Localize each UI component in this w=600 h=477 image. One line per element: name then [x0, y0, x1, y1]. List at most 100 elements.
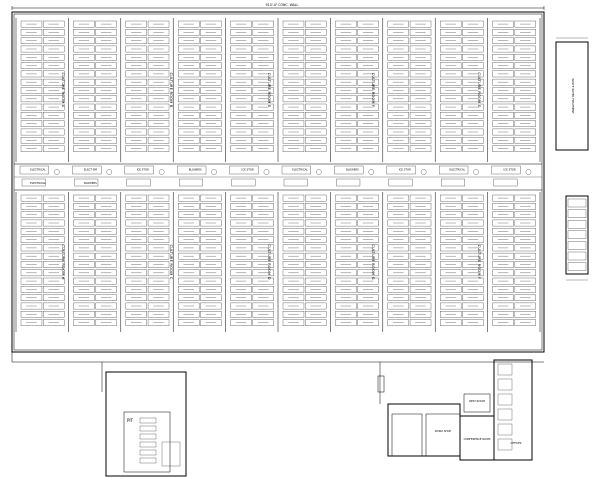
raceway-tank — [20, 261, 43, 268]
raceway-tank — [230, 112, 252, 119]
raceway-tank — [492, 294, 514, 301]
raceway-tank — [282, 219, 305, 227]
raceway-tank — [514, 62, 536, 69]
raceway-tank — [282, 277, 305, 285]
raceway-tank — [409, 269, 432, 277]
raceway-tank — [43, 62, 65, 69]
raceway-tank — [440, 78, 462, 86]
raceway-tank — [282, 70, 305, 78]
raceway-tank — [305, 211, 327, 218]
raceway-tank — [125, 203, 147, 210]
equipment-room — [72, 165, 102, 175]
raceway-tank — [282, 286, 305, 293]
raceway-tank — [125, 319, 147, 326]
raceway-tank — [514, 211, 536, 218]
raceway-tank — [440, 244, 462, 252]
equipment-room — [19, 165, 49, 175]
raceway-tank — [252, 294, 274, 301]
raceway-tank — [125, 70, 147, 78]
raceway-tank — [43, 45, 65, 53]
storage-room — [21, 178, 46, 187]
raceway-tank — [492, 252, 514, 260]
office-room — [497, 378, 513, 391]
raceway-tank — [230, 203, 252, 210]
culture-room-label: CULTURE ROOM C — [169, 244, 173, 279]
raceway-tank — [305, 277, 327, 285]
raceway-tank — [387, 261, 409, 268]
raceway-tank — [125, 244, 147, 252]
raceway-tank — [440, 120, 462, 127]
pit-tank — [139, 417, 157, 424]
raceway-tank — [282, 45, 305, 53]
raceway-tank — [178, 112, 200, 119]
raceway-tank — [20, 319, 43, 326]
raceway-tank — [282, 78, 305, 86]
raceway-tank — [230, 277, 252, 285]
raceway-tank — [200, 54, 222, 61]
raceway-tank — [73, 311, 95, 318]
raceway-tank — [357, 294, 379, 301]
raceway-tank — [178, 20, 200, 28]
pump-symbol — [316, 169, 322, 175]
raceway-tank — [73, 87, 95, 94]
raceway-tank — [440, 95, 462, 103]
raceway-tank — [492, 145, 514, 152]
conference-label: CONFERENCE ROOM — [464, 437, 491, 441]
storage-room — [336, 178, 361, 187]
corridor-room-label: ICE STOR — [504, 168, 516, 172]
raceway-tank — [462, 294, 484, 301]
raceway-tank — [335, 194, 357, 202]
raceway-tank — [20, 302, 43, 310]
culture-room-label: CULTURE ROOM A — [61, 72, 65, 107]
raceway-tank — [73, 277, 95, 285]
equipment-room — [491, 165, 521, 175]
raceway-tank — [387, 252, 409, 260]
raceway-tank — [409, 20, 432, 28]
raceway-tank — [43, 137, 65, 144]
raceway-tank — [387, 37, 409, 44]
raceway-tank — [514, 203, 536, 210]
raceway-tank — [387, 145, 409, 152]
raceway-tank — [305, 112, 327, 119]
raceway-tank — [125, 252, 147, 260]
raceway-tank — [125, 128, 147, 136]
raceway-tank — [335, 112, 357, 119]
raceway-tank — [73, 128, 95, 136]
raceway-tank — [514, 294, 536, 301]
raceway-tank — [335, 319, 357, 326]
raceway-tank — [43, 145, 65, 152]
tank-grid — [15, 18, 541, 332]
raceway-tank — [335, 120, 357, 127]
raceway-tank — [462, 203, 484, 210]
raceway-tank — [462, 87, 484, 94]
raceway-tank — [335, 128, 357, 136]
raceway-tank — [252, 311, 274, 318]
raceway-tank — [200, 236, 222, 243]
raceway-tank — [230, 137, 252, 144]
raceway-tank — [73, 286, 95, 293]
raceway-tank — [462, 311, 484, 318]
raceway-tank — [440, 128, 462, 136]
raceway-tank — [357, 112, 379, 119]
waste-water-label: WASTE WATER TREATMENT — [571, 78, 575, 114]
raceway-tank — [200, 219, 222, 227]
storage-room — [179, 178, 203, 187]
raceway-tank — [43, 319, 65, 326]
raceway-tank — [73, 228, 95, 235]
raceway-tank — [95, 120, 117, 127]
raceway-tank — [147, 78, 170, 86]
pit-building — [105, 371, 187, 477]
raceway-tank — [514, 87, 536, 94]
raceway-tank — [43, 252, 65, 260]
raceway-tank — [230, 261, 252, 268]
culture-room-label: CULTURE ROOM D — [267, 244, 271, 279]
raceway-tank — [252, 302, 274, 310]
raceway-tank — [252, 37, 274, 44]
culture-room-label: CULTURE ROOM G — [477, 72, 481, 107]
raceway-tank — [335, 95, 357, 103]
raceway-tank — [492, 277, 514, 285]
raceway-tank — [357, 29, 379, 36]
raceway-tank — [282, 87, 305, 94]
raceway-tank — [357, 78, 379, 86]
raceway-tank — [492, 228, 514, 235]
